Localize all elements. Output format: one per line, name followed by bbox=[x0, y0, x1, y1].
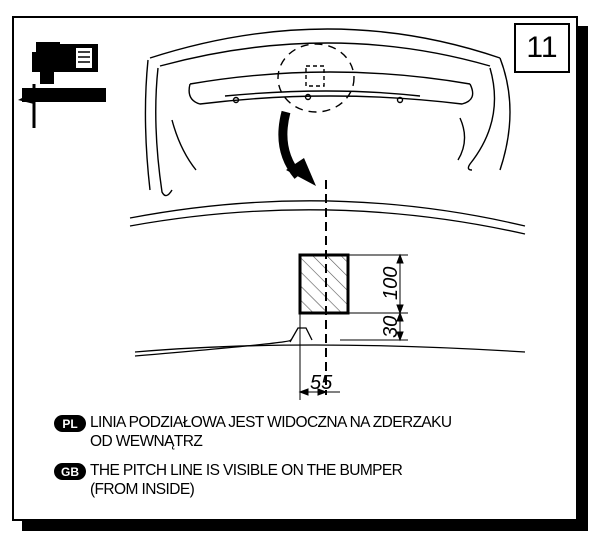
instruction-panel bbox=[12, 16, 578, 521]
step-number: 11 bbox=[514, 23, 570, 73]
dimension-55: 55 bbox=[310, 372, 333, 394]
jigsaw-icon bbox=[18, 42, 106, 128]
caption-pl-line-2: OD WEWNĄTRZ bbox=[90, 433, 203, 450]
cutout-area bbox=[298, 253, 350, 315]
language-badge-pl: PL bbox=[54, 415, 86, 432]
vertical-dimensions bbox=[340, 253, 408, 342]
caption-gb-line-2: (FROM INSIDE) bbox=[90, 481, 195, 498]
detail-highlight bbox=[277, 43, 355, 113]
dimension-30: 30 bbox=[380, 316, 402, 338]
bumper-outline bbox=[144, 28, 511, 197]
bumper-section bbox=[129, 200, 526, 357]
caption-pl-line-1: LINIA PODZIAŁOWA JEST WIDOCZNA NA ZDERZA… bbox=[90, 414, 452, 431]
horizontal-dimension bbox=[298, 313, 340, 400]
language-badge-gb: GB bbox=[54, 463, 86, 480]
zoom-arrow-icon bbox=[278, 110, 316, 186]
caption-gb-line-1: THE PITCH LINE IS VISIBLE ON THE BUMPER bbox=[90, 462, 403, 479]
dimension-100: 100 bbox=[380, 267, 402, 300]
